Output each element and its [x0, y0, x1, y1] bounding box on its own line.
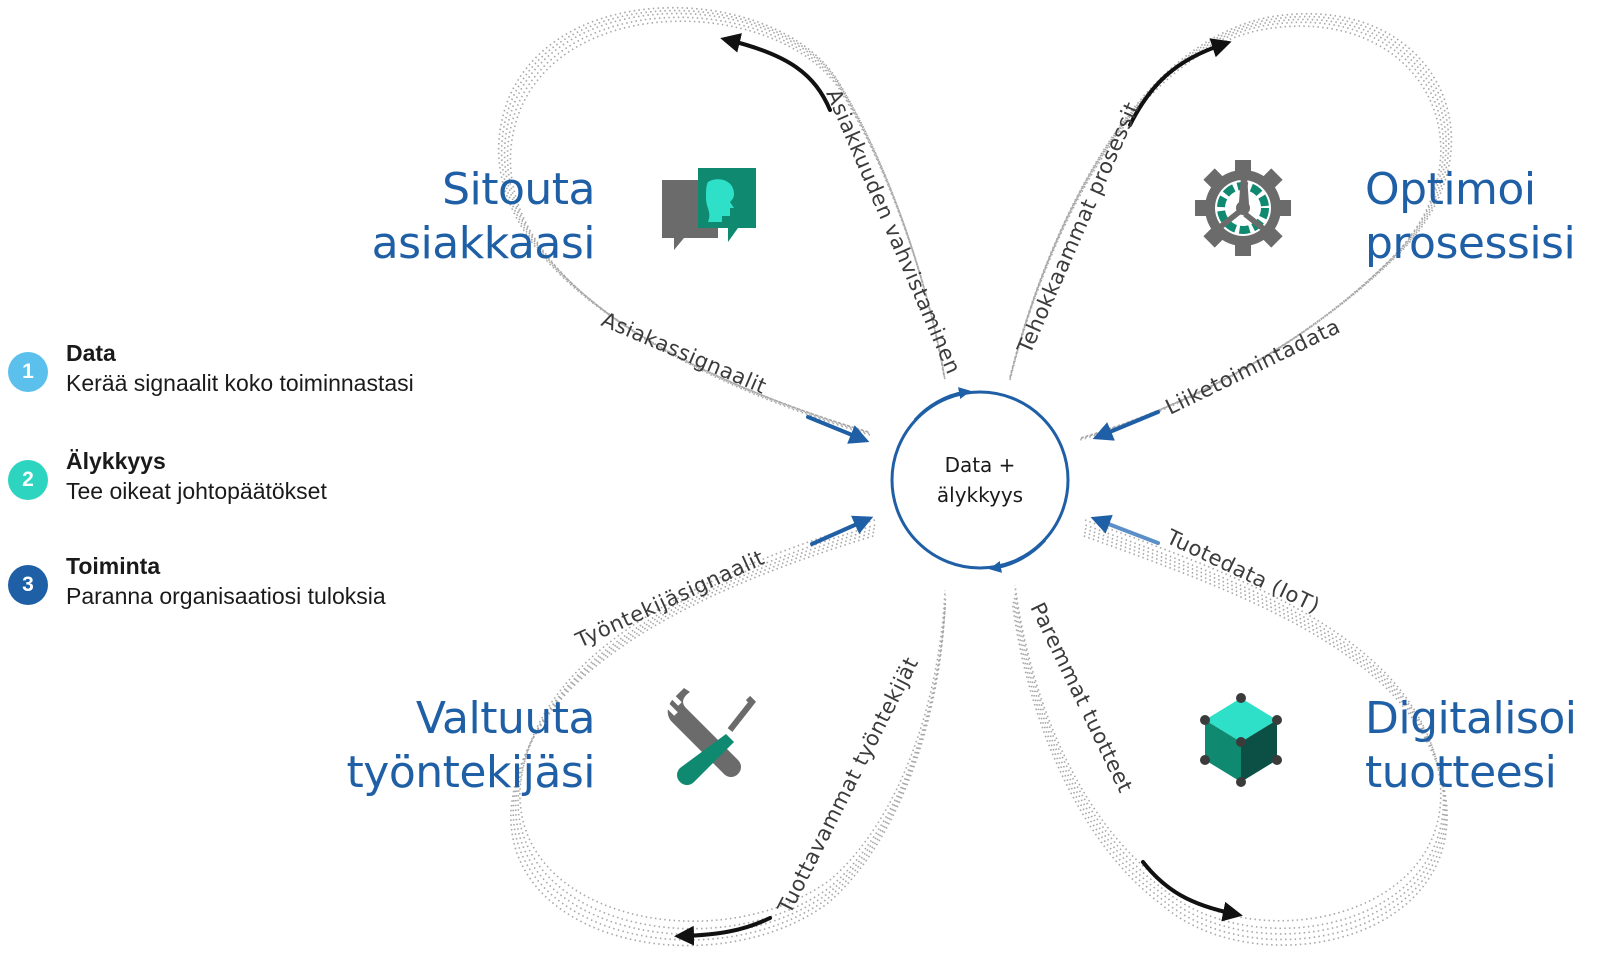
title-line-2: työntekijäsi	[346, 747, 596, 798]
legend-title: Toiminta	[66, 553, 161, 579]
title-line-1: Sitouta	[442, 164, 595, 215]
legend-description: Tee oikeat johtopäätökset	[66, 478, 327, 504]
label-asiakassignaalit: Asiakassignaalit	[598, 308, 770, 399]
center-line-2: älykkyys	[936, 483, 1024, 507]
center-line-1: Data +	[944, 453, 1016, 477]
label-tyontekijasignaalit: Työntekijäsignaalit	[571, 546, 768, 653]
label-tehokkaammat-prosessit: Tehokkaammat prosessit	[1012, 98, 1144, 358]
outcome-arrow-top-right	[1128, 38, 1232, 127]
center-cycle	[890, 387, 1070, 573]
cube-icon	[1200, 693, 1282, 787]
outcome-arrow-bottom-right	[1141, 860, 1243, 922]
tools-icon	[662, 688, 757, 785]
legend-description: Paranna organisaatiosi tuloksia	[66, 583, 386, 609]
title-optimoi-prosessisi: Optimoi prosessisi	[1365, 163, 1595, 271]
title-line-1: Optimoi	[1365, 164, 1536, 215]
title-line-2: prosessisi	[1365, 218, 1576, 269]
legend-title: Data	[66, 340, 116, 366]
signal-arrow-top-right	[1092, 410, 1160, 441]
legend-description: Kerää signaalit koko toiminnastasi	[66, 370, 414, 396]
signal-arrow-top-left	[806, 415, 870, 444]
title-line-2: asiakkaasi	[371, 218, 596, 269]
outcome-arrow-top-left	[720, 33, 832, 112]
title-line-1: Digitalisoi	[1365, 693, 1577, 744]
label-asiakkuuden-vahvistaminen: Asiakkuuden vahvistaminen	[821, 85, 965, 377]
label-paremmat-tuotteet: Paremmat tuotteet	[1025, 599, 1137, 797]
signal-arrow-bottom-left	[810, 515, 874, 546]
label-tuottavammat-tyontekijat: Tuottavammat työntekijät	[773, 653, 924, 918]
title-line-2: tuotteesi	[1365, 747, 1557, 798]
signal-arrow-bottom-right	[1090, 514, 1160, 545]
label-liiketoimintadata: Liiketoimintadata	[1162, 314, 1344, 419]
legend-badge-3: 3	[8, 565, 48, 605]
title-digitalisoi-tuotteesi: Digitalisoi tuotteesi	[1365, 692, 1595, 800]
title-line-1: Valtuuta	[415, 693, 596, 744]
gear-icon	[1195, 160, 1291, 256]
title-valtuuta-tyontekijasi: Valtuuta työntekijäsi	[300, 692, 596, 800]
outcome-arrow-bottom-left	[674, 916, 772, 946]
label-tuotedata: Tuotedata (IoT)	[1162, 524, 1324, 618]
center-label: Data + älykkyys	[900, 450, 1060, 510]
chat-bubbles-icon	[662, 168, 756, 250]
legend-badge-2: 2	[8, 460, 48, 500]
legend-badge-1: 1	[8, 352, 48, 392]
legend-title: Älykkyys	[66, 448, 166, 474]
title-sitouta-asiakkaasi: Sitouta asiakkaasi	[330, 163, 596, 271]
